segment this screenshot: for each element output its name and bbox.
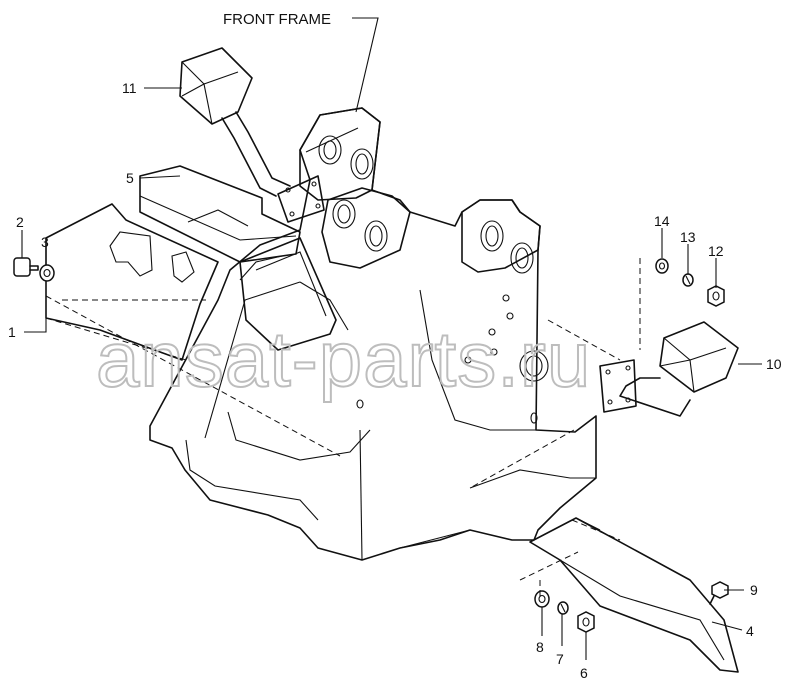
title-leader [352,17,379,113]
label-9: 9 [750,582,758,598]
label-4: 4 [746,623,754,639]
nut-12 [707,285,725,307]
label-12: 12 [708,243,724,259]
washer-8 [534,590,550,608]
lower-guard [529,517,739,673]
washer-3 [39,264,55,282]
label-7: 7 [556,651,564,667]
lock-washer-7 [557,601,569,615]
label-14: 14 [654,213,670,229]
callout-labels: 1 2 3 4 5 6 7 8 9 10 11 12 13 14 [8,80,782,681]
label-5: 5 [126,170,134,186]
watermark: ansat-parts.ru [96,315,591,403]
nut-6 [577,611,595,633]
lock-washer-13 [682,273,694,287]
leader-lines [21,87,762,660]
assembly-lines [45,258,641,600]
label-8: 8 [536,639,544,655]
label-3: 3 [41,234,49,250]
diagram-title: FRONT FRAME [223,11,331,28]
front-frame [149,107,597,561]
bolt-9 [709,581,729,605]
label-11: 11 [122,80,137,96]
work-light-left [179,47,325,223]
washer-14 [655,258,669,274]
label-1: 1 [8,324,16,340]
work-light-right [599,321,739,417]
label-6: 6 [580,665,588,681]
bolt-2 [13,257,39,277]
label-13: 13 [680,229,696,245]
label-2: 2 [16,214,24,230]
side-cover-plate [45,165,301,361]
label-10: 10 [766,356,782,372]
